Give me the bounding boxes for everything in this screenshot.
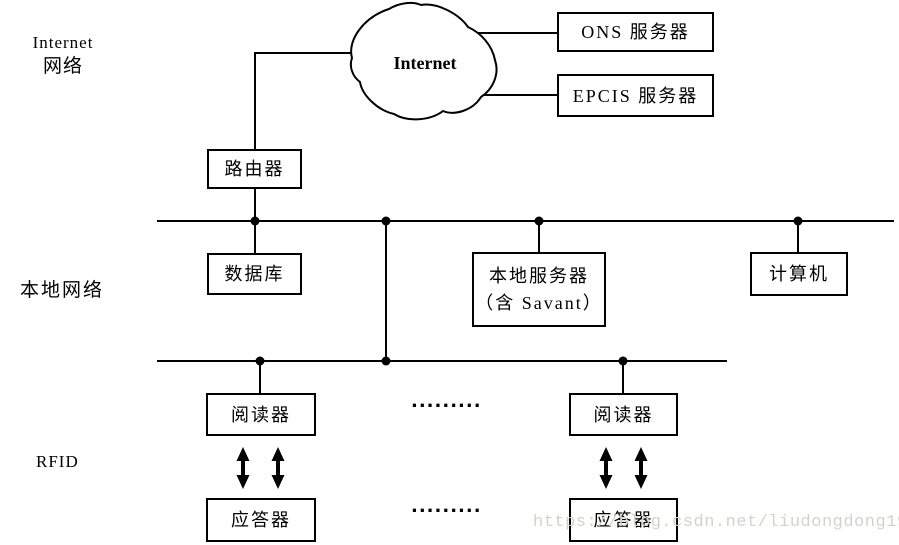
rfid-reader-label: 阅读器: [231, 404, 291, 425]
ellipsis-readers: .........: [411, 391, 482, 412]
junction-dot: [381, 216, 391, 226]
rfid-reader-box-left: 阅读器: [206, 393, 316, 436]
section-label-internet-network: Internet 网络: [16, 31, 110, 79]
junction-dot: [534, 216, 544, 226]
local-server-label-line1: 本地服务器: [489, 265, 589, 286]
connector-lines: [157, 32, 894, 393]
double-arrow-icon: [236, 447, 250, 489]
junction-dot: [255, 356, 265, 366]
router-box: 路由器: [207, 149, 302, 189]
local-server-box: 本地服务器 （含 Savant）: [472, 252, 606, 327]
ellipsis-transponders: .........: [411, 496, 482, 517]
rfid-arrows: [236, 447, 648, 489]
rfid-reader-box-right: 阅读器: [569, 393, 678, 436]
rfid-reader-label: 阅读器: [593, 404, 654, 425]
section-label-local-network: 本地网络: [20, 280, 105, 301]
transponder-label: 应答器: [593, 510, 654, 530]
section-label-rfid: RFID: [36, 452, 79, 471]
database-label: 数据库: [224, 264, 285, 284]
transponder-box-right: 应答器: [569, 498, 678, 542]
ons-server-label: ONS 服务器: [581, 22, 690, 42]
internet-cloud-label: Internet: [393, 53, 457, 73]
junction-dot: [793, 216, 803, 226]
ons-server-box: ONS 服务器: [557, 12, 714, 52]
epcis-server-label: EPCIS 服务器: [572, 85, 699, 106]
double-arrow-icon: [271, 447, 285, 489]
junction-dot: [381, 356, 391, 366]
section-label-line: 网络: [42, 56, 83, 77]
double-arrow-icon: [634, 447, 648, 489]
local-server-label-line2: （含 Savant）: [475, 292, 603, 313]
transponder-box-left: 应答器: [206, 498, 316, 542]
computer-label: 计算机: [769, 264, 829, 284]
junction-dots: [250, 216, 803, 366]
internet-cloud: [349, 1, 498, 121]
computer-box: 计算机: [750, 252, 848, 296]
watermark-text: https://blog.csdn.net/liudongdong19: [533, 513, 899, 532]
epcis-server-box: EPCIS 服务器: [557, 74, 714, 117]
junction-dot: [618, 356, 628, 366]
junction-dot: [250, 216, 260, 226]
database-box: 数据库: [207, 253, 302, 295]
router-label: 路由器: [224, 159, 285, 179]
double-arrow-icon: [599, 447, 613, 489]
section-label-line: Internet: [32, 33, 94, 52]
transponder-label: 应答器: [231, 510, 291, 530]
